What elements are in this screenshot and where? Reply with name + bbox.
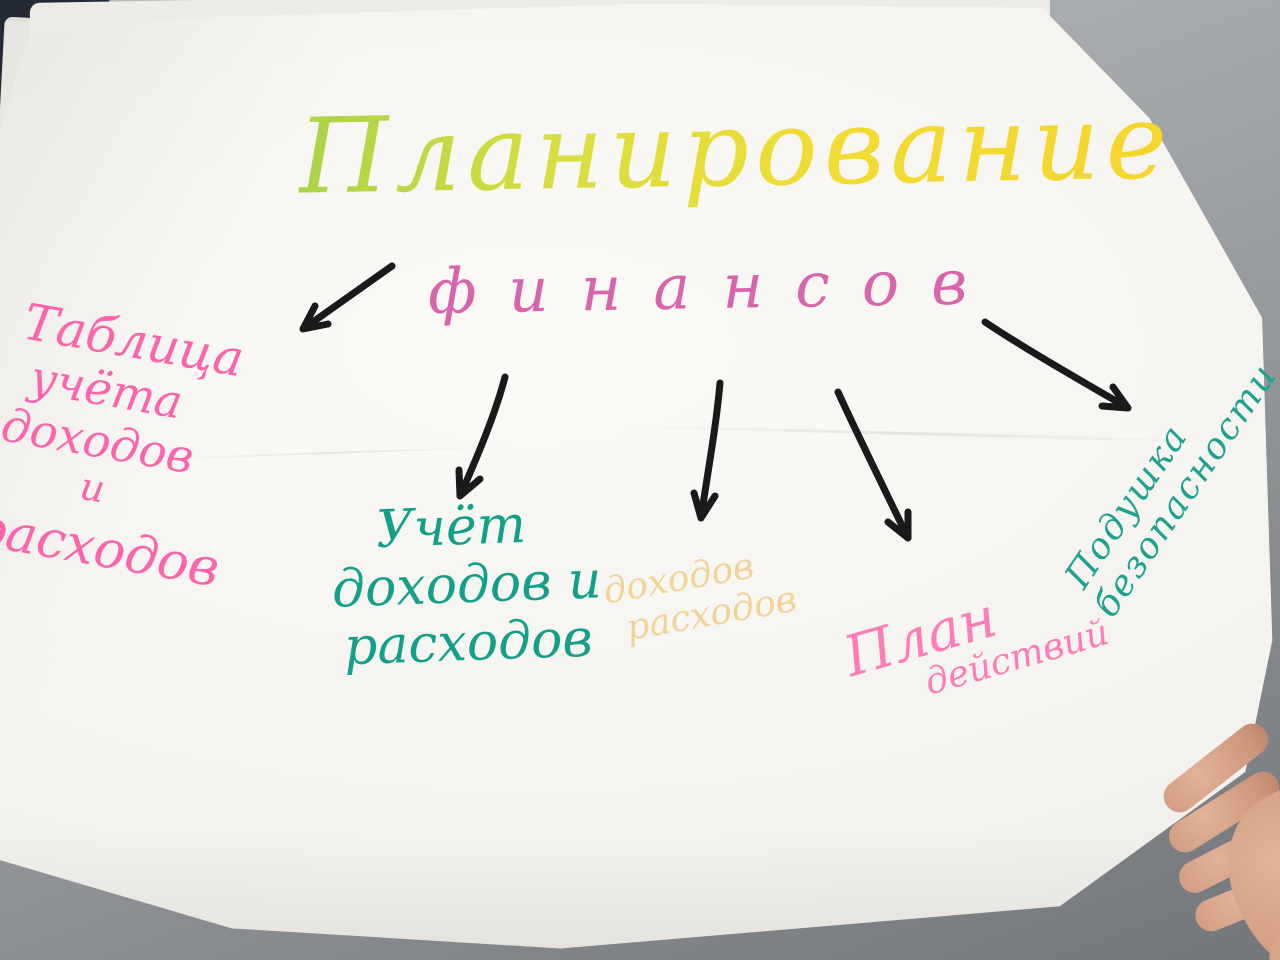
poster-title: Планирование xyxy=(297,80,1175,218)
arrow-down-right-icon xyxy=(834,388,912,542)
arrow-left-icon xyxy=(299,262,396,333)
branch-income-expense-accounting: Учёт доходов и расходов xyxy=(329,493,604,678)
arrow-right-icon xyxy=(981,318,1132,412)
branch-line: Учёт xyxy=(374,494,527,561)
arrow-down-icon xyxy=(690,379,724,522)
branch-line: расходов xyxy=(343,609,594,678)
poster-subtitle: финансов xyxy=(427,245,1000,328)
branch-income-expense-table: Таблица учёта доходов и расходов xyxy=(0,293,260,599)
arrow-down-left-icon xyxy=(455,373,509,500)
hand xyxy=(1157,700,1280,960)
branch-line: доходов и xyxy=(331,550,603,620)
